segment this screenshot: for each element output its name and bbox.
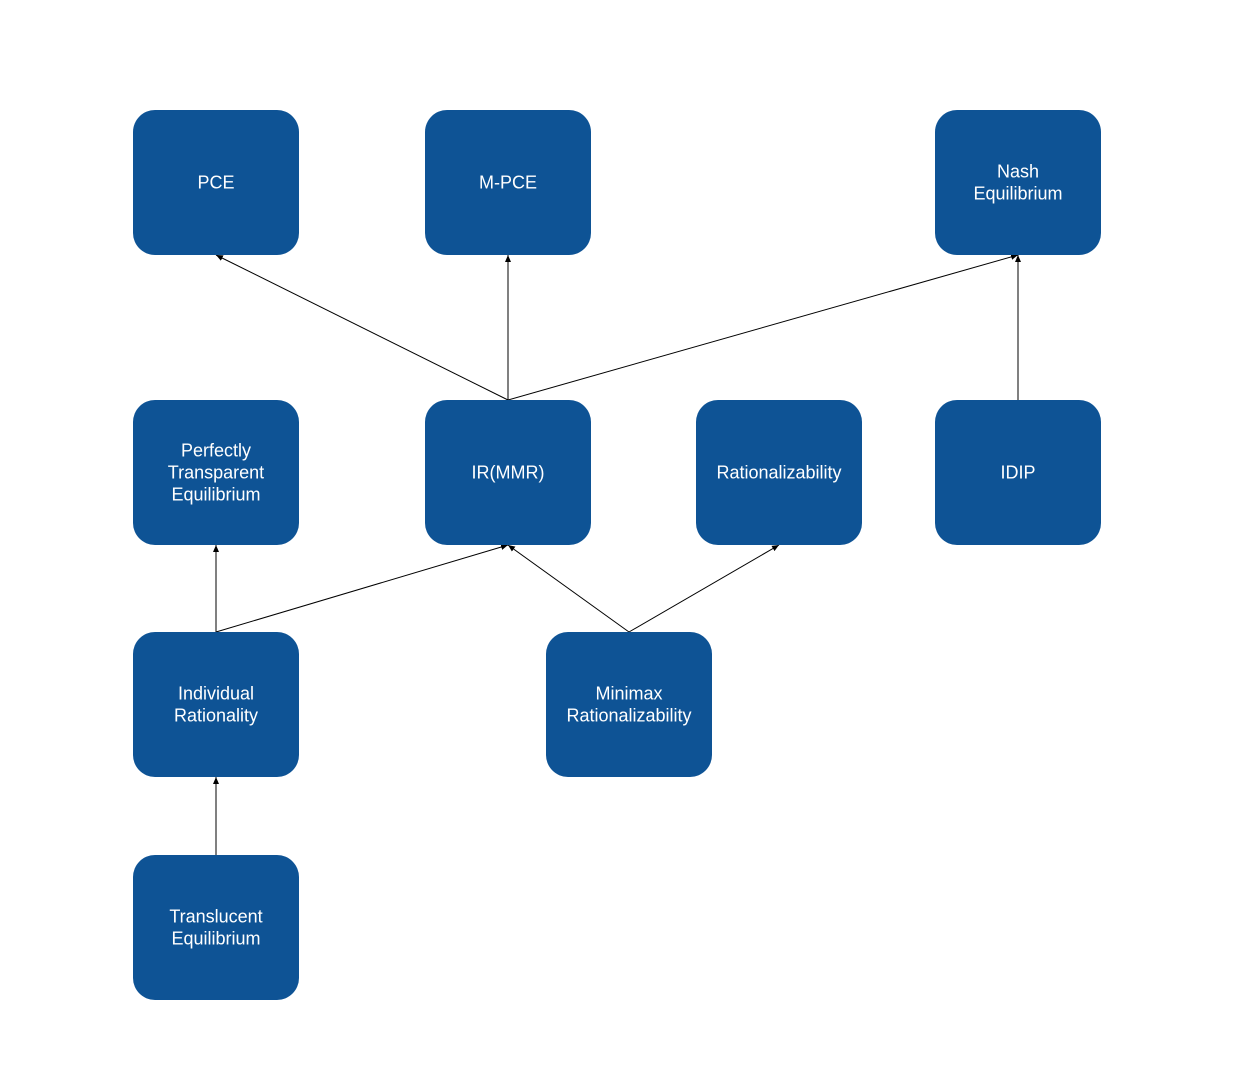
node-label: Translucent [169, 907, 262, 927]
node-box [133, 110, 299, 255]
node-box [546, 632, 712, 777]
node-label: PCE [197, 173, 234, 193]
node-box [696, 400, 862, 545]
node-label: Rationalizability [566, 706, 691, 726]
edge-irmmr-to-nash [507, 254, 1019, 401]
node-label: Equilibrium [171, 485, 260, 505]
node-idip: IDIP [935, 400, 1101, 545]
node-label: Individual [178, 684, 254, 704]
node-box [935, 400, 1101, 545]
node-box [133, 632, 299, 777]
node-box [133, 400, 299, 545]
node-irmmr: IR(MMR) [425, 400, 591, 545]
node-label: Nash [997, 162, 1039, 182]
node-label: Equilibrium [171, 929, 260, 949]
node-label: Rationalizability [716, 463, 841, 483]
node-mpce: M-PCE [425, 110, 591, 255]
edge-mmr-to-irmmr [507, 544, 630, 633]
edge-mmr-to-rat [628, 544, 780, 633]
node-pce: PCE [133, 110, 299, 255]
edge-irmmr-to-pce [215, 254, 509, 401]
edges-layer [213, 254, 1021, 855]
node-rat: Rationalizability [696, 400, 862, 545]
node-label: Equilibrium [973, 184, 1062, 204]
edge-ir-to-irmmr [215, 544, 509, 633]
node-box [133, 855, 299, 1000]
node-label: IDIP [1000, 463, 1035, 483]
node-label: Minimax [595, 684, 662, 704]
node-box [935, 110, 1101, 255]
node-label: IR(MMR) [472, 463, 545, 483]
node-label: Perfectly [181, 441, 251, 461]
node-label: M-PCE [479, 173, 537, 193]
node-label: Transparent [168, 463, 264, 483]
node-box [425, 110, 591, 255]
node-label: Rationality [174, 706, 258, 726]
node-box [425, 400, 591, 545]
